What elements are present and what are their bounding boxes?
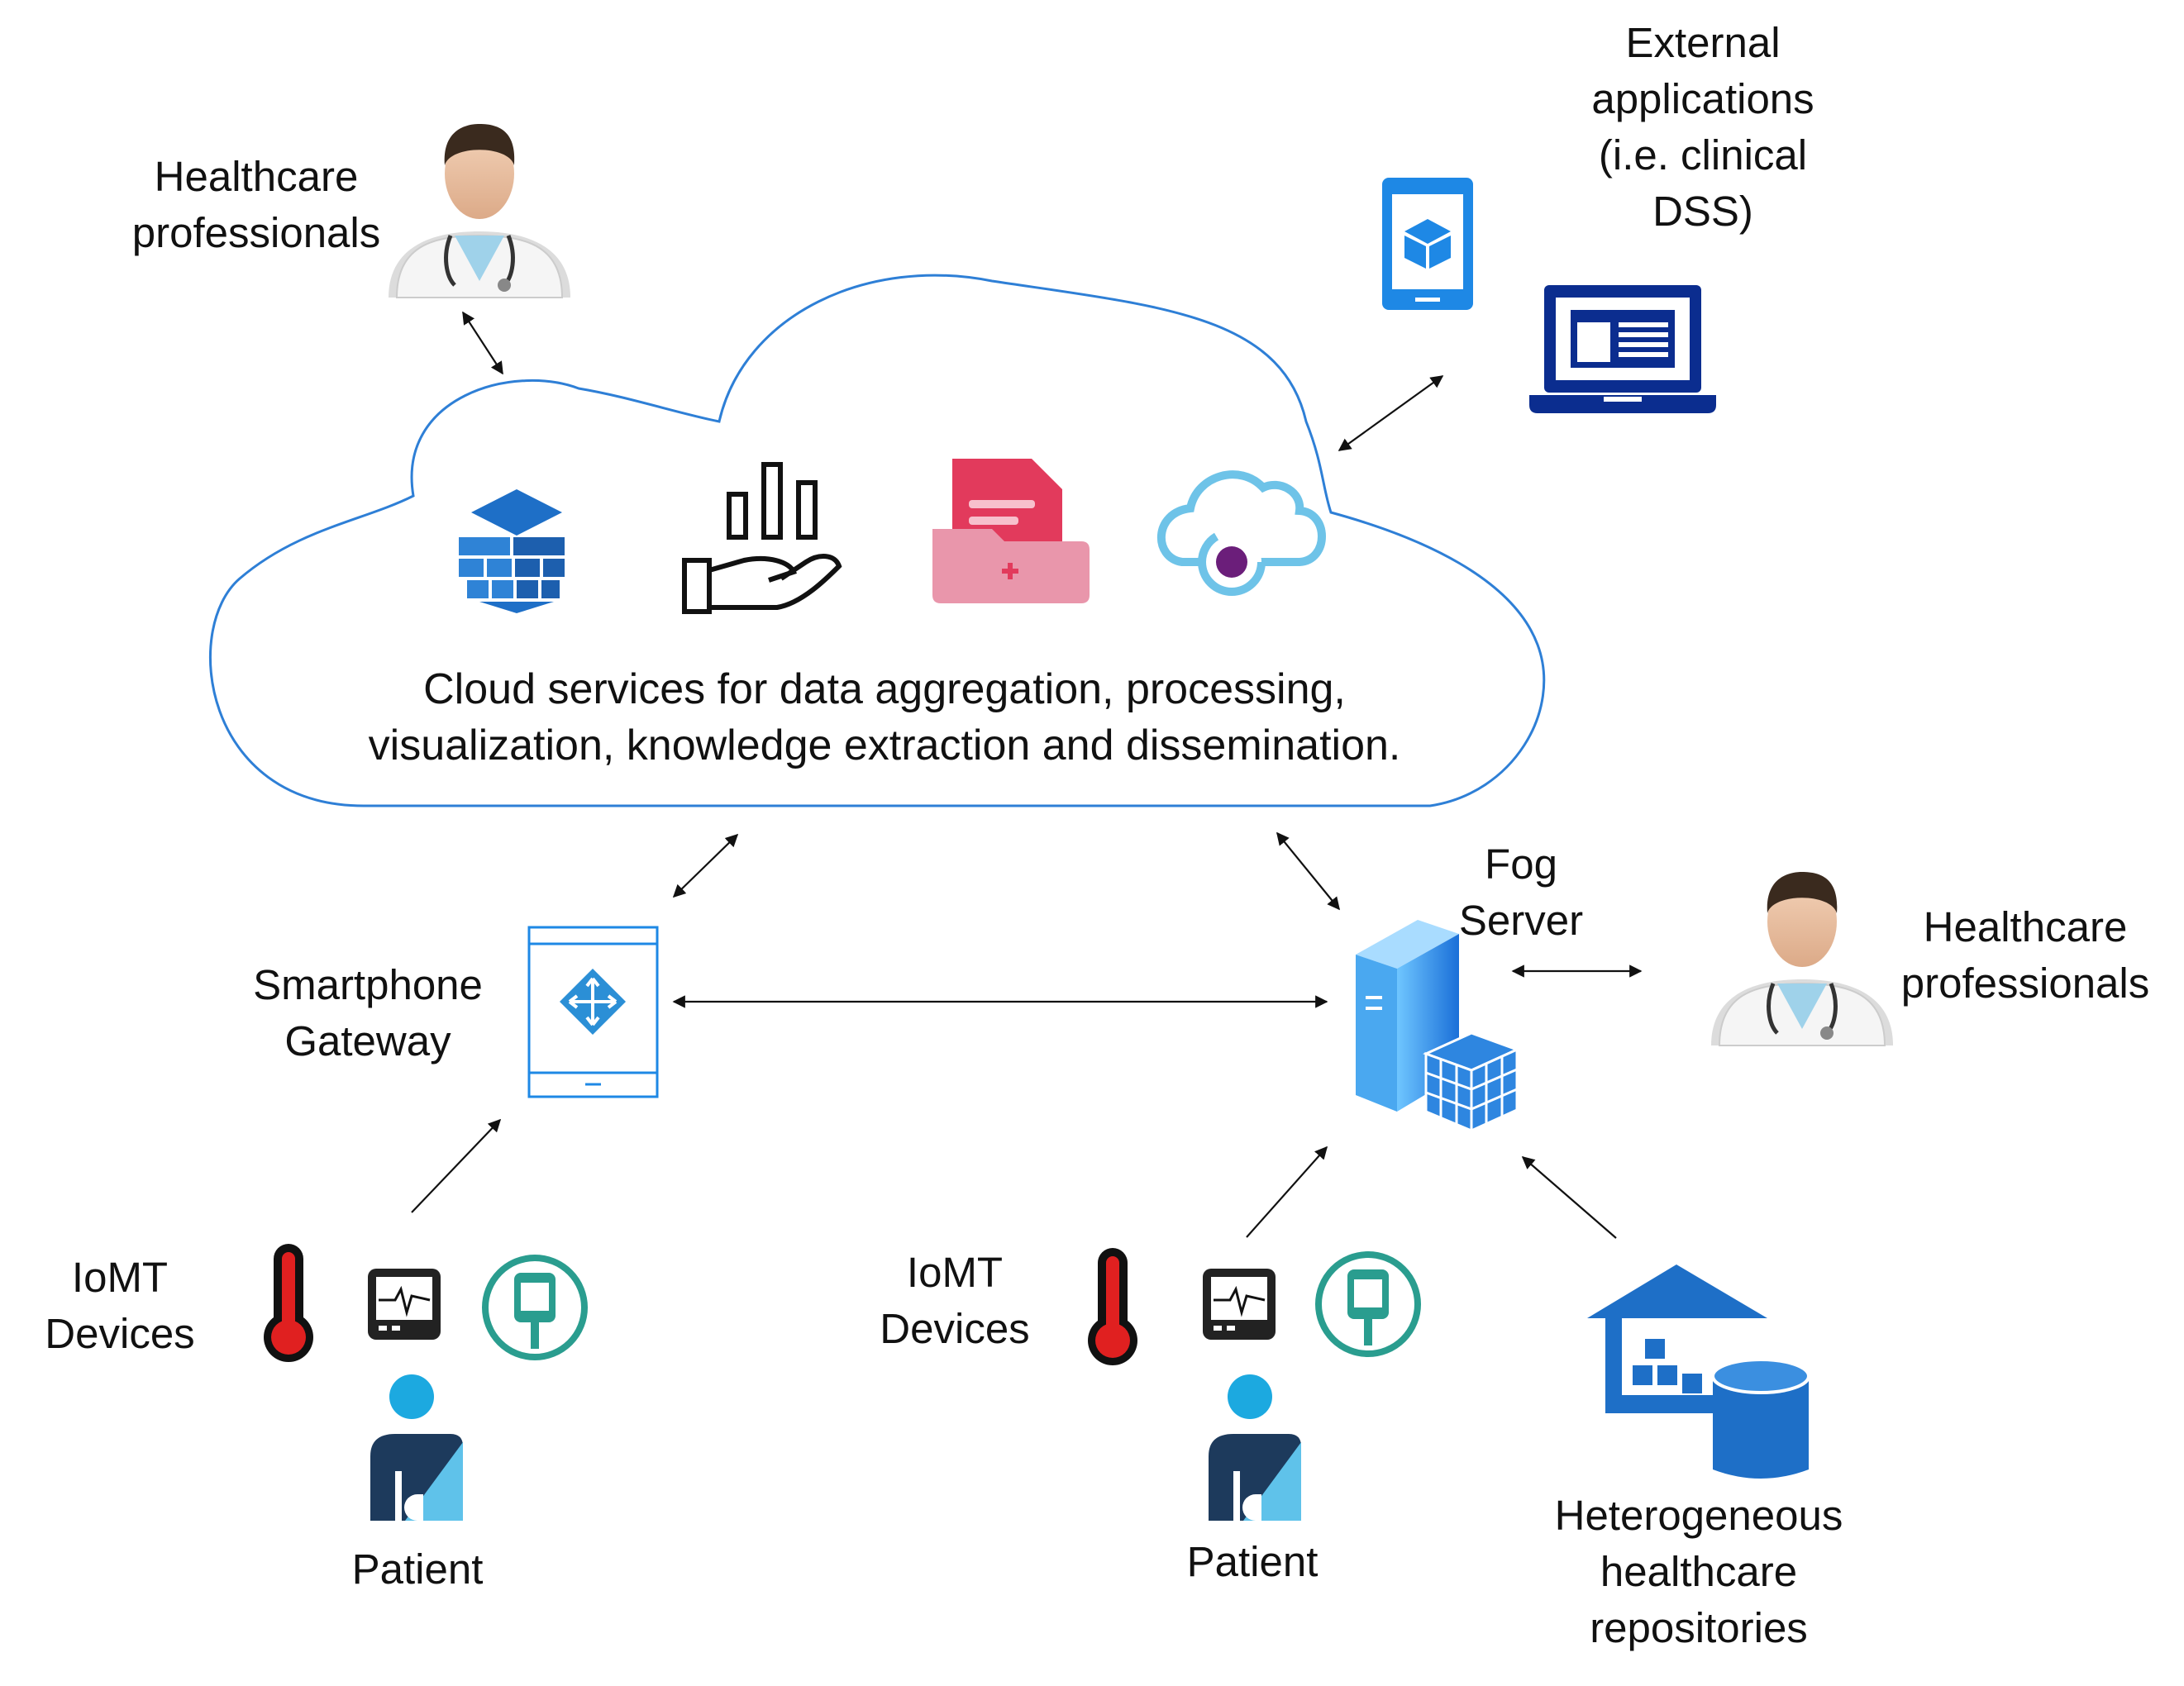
cloud-service-icon [1157, 470, 1326, 596]
laptop-dashboard-icon [1529, 285, 1716, 413]
arrow-top-pro-cloud [462, 311, 503, 375]
label-patient-middle: Patient [1186, 1538, 1319, 1585]
arrow-iomt-fog [1246, 1145, 1328, 1238]
cloud-outline [209, 274, 1546, 807]
label-iomt-left: IoMT Devices [45, 1254, 195, 1357]
analytics-hand-icon [682, 462, 842, 614]
connections [411, 311, 1643, 1239]
warehouse-icon [1587, 1264, 1767, 1413]
label-patient-left: Patient [351, 1546, 484, 1593]
cloud-text-line-2: visualization, knowledge extraction and … [368, 722, 1401, 769]
doctor-avatar-top [389, 124, 570, 298]
label-healthcare-right: Healthcare professionals [1900, 903, 2150, 1007]
heart-monitor-icon [368, 1269, 441, 1340]
label-fog-server: Fog Server [1458, 841, 1584, 944]
heart-monitor-icon [1203, 1269, 1276, 1340]
glucometer-icon [482, 1255, 588, 1360]
database-icon [1711, 1358, 1810, 1479]
arrow-cloud-fog [1276, 831, 1340, 911]
label-repositories: Heterogeneous healthcare repositories [1554, 1492, 1843, 1651]
arrow-cloud-external [1338, 375, 1444, 451]
cloud-description: Cloud services for data aggregation, pro… [273, 661, 1496, 774]
glucometer-icon [1315, 1251, 1421, 1357]
label-iomt-middle: IoMT Devices [880, 1249, 1030, 1352]
doctor-avatar-right [1711, 872, 1893, 1046]
label-healthcare-top: Healthcare professionals [131, 153, 381, 256]
patient-icon [370, 1374, 463, 1521]
patient-icon [1209, 1374, 1301, 1521]
arrow-gateway-cloud [672, 833, 739, 898]
data-warehouse-icon [459, 489, 565, 613]
thermometer-icon [1088, 1248, 1137, 1365]
thermometer-icon [264, 1244, 313, 1362]
mobile-app-icon [1382, 178, 1473, 310]
medical-folder-icon [932, 459, 1090, 603]
arrow-iomt-gateway [411, 1118, 502, 1213]
label-smartphone-gateway: Smartphone Gateway [253, 961, 483, 1064]
label-external-apps: External applications (i.e. clinical DSS… [1591, 19, 1814, 235]
cloud-text-line-1: Cloud services for data aggregation, pro… [423, 665, 1346, 713]
arrow-repo-fog [1521, 1155, 1617, 1239]
server-grid-icon [1356, 920, 1520, 1133]
smartphone-router-icon [527, 926, 659, 1098]
